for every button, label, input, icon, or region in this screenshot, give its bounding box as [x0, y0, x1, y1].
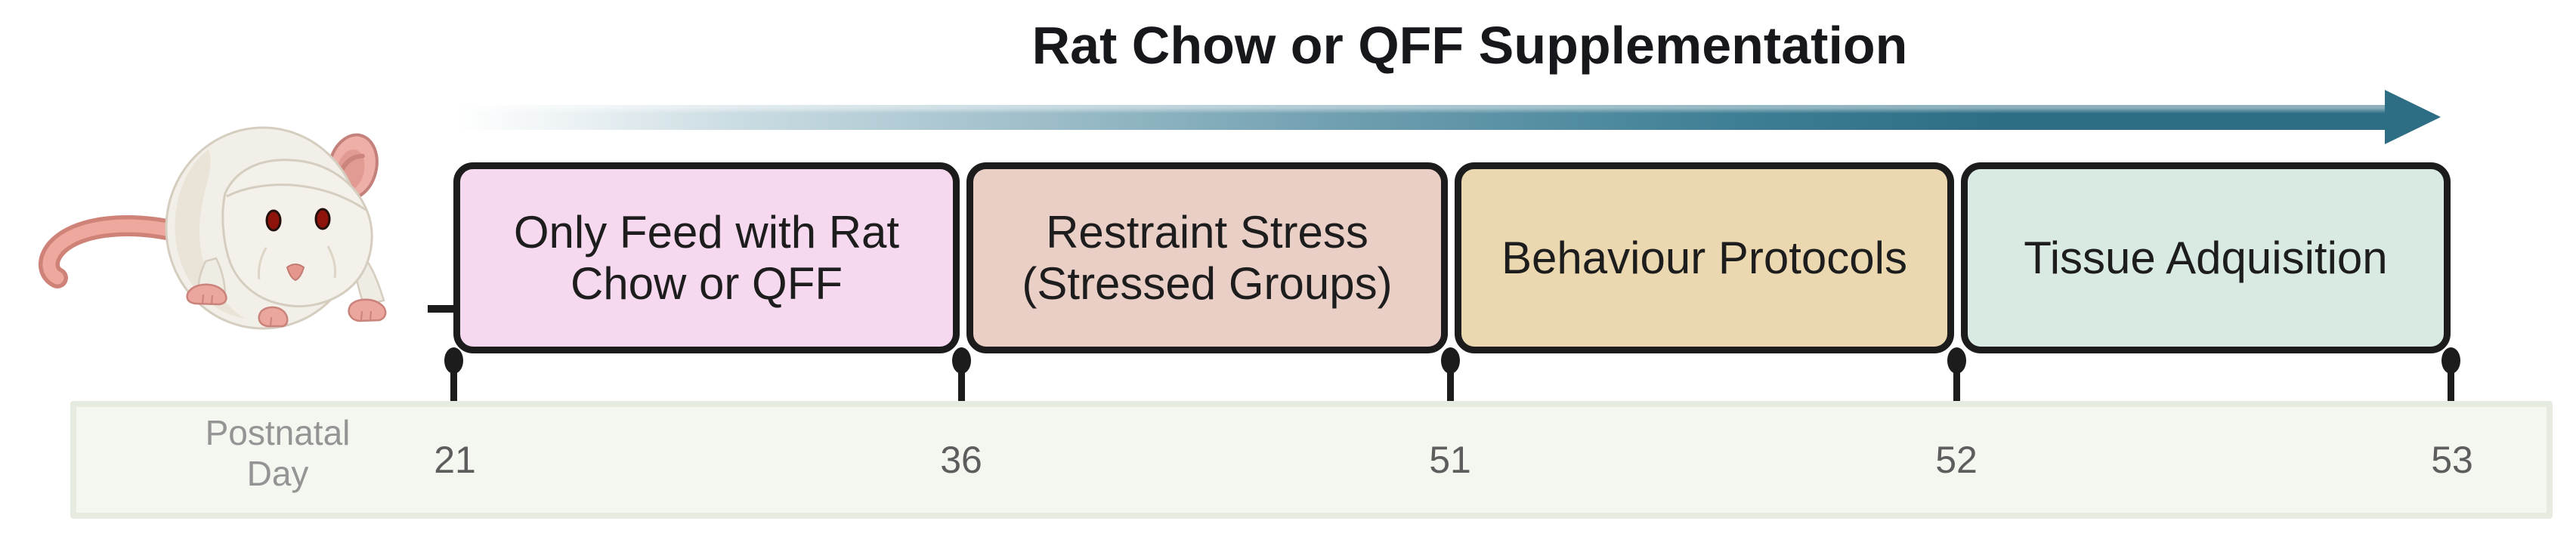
supplementation-arrow-head-icon — [2385, 90, 2441, 144]
connector-stick — [958, 358, 965, 418]
supplementation-arrow-bar — [455, 105, 2386, 130]
connector-stick — [1953, 358, 1960, 418]
phase-box-restraint-stress: Restraint Stress (Stressed Groups) — [966, 162, 1448, 353]
postnatal-day-tick-label: 36 — [940, 439, 982, 481]
connector-stick — [1447, 358, 1454, 418]
phase-box-label: Behaviour Protocols — [1501, 232, 1907, 283]
postnatal-day-bar — [70, 401, 2553, 519]
mouse-nose — [286, 264, 305, 282]
axis-label-line1: Postnatal — [205, 413, 351, 452]
connector-dot-icon — [2441, 347, 2460, 374]
mouse-foot-middle — [258, 306, 289, 328]
mouse-paw-front-right — [348, 298, 387, 322]
phase-box-label: Tissue Adquisition — [2024, 232, 2388, 283]
connector-dot-icon — [1947, 347, 1966, 374]
axis-label-line2: Day — [246, 454, 309, 494]
phase-box-behaviour-protocols: Behaviour Protocols — [1455, 162, 1954, 353]
connector-dot-icon — [444, 347, 463, 374]
mouse-tail — [39, 215, 192, 288]
phase-box-label: Restraint Stress (Stressed Groups) — [1022, 207, 1393, 309]
phase-box-label: Only Feed with Rat Chow or QFF — [513, 207, 900, 309]
mouse-head — [221, 159, 373, 308]
mouse-eye-right — [314, 208, 331, 230]
connector-stick — [2448, 358, 2454, 418]
mouse-paw-front-left — [186, 283, 227, 306]
phase-start-tick — [428, 305, 456, 313]
postnatal-day-tick-label: 21 — [434, 439, 476, 481]
phase-box-tissue-acquisition: Tissue Adquisition — [1961, 162, 2451, 353]
postnatal-day-tick-label: 52 — [1935, 439, 1978, 481]
lab-mouse-illustration — [39, 126, 387, 330]
figure-title: Rat Chow or QFF Supplementation — [1031, 16, 1908, 75]
connector-dot-icon — [1441, 347, 1460, 374]
postnatal-day-tick-label: 51 — [1429, 439, 1471, 481]
postnatal-day-tick-label: 53 — [2431, 439, 2473, 481]
postnatal-day-axis-label: Postnatal Day — [147, 412, 408, 495]
connector-stick — [450, 358, 457, 418]
mouse-eye-left — [265, 209, 282, 232]
phase-box-feeding: Only Feed with Rat Chow or QFF — [453, 162, 960, 353]
connector-dot-icon — [952, 347, 971, 374]
